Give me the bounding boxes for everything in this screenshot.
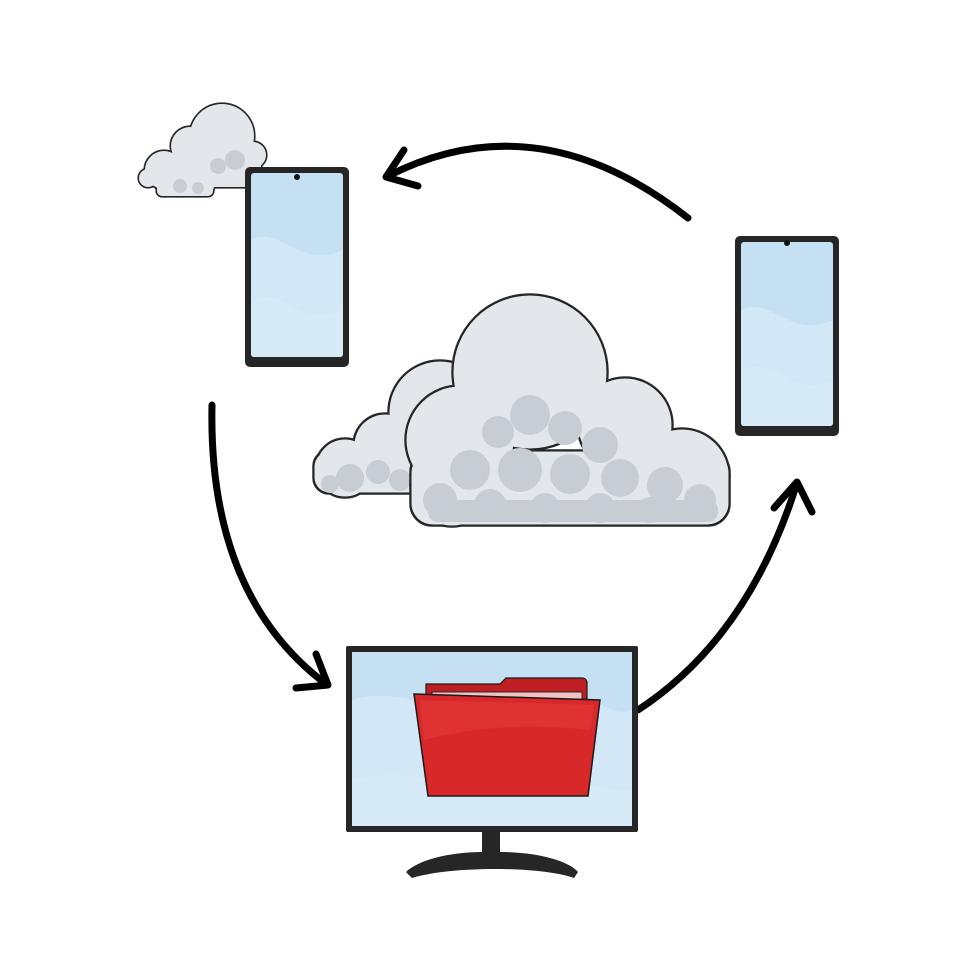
arrow-head-icon: [770, 478, 816, 516]
small-cloud-icon: [137, 102, 268, 198]
center-cloud-icon: [312, 293, 731, 528]
folder-icon: [413, 677, 601, 797]
phone-right: [735, 236, 839, 436]
phone-left: [245, 167, 349, 367]
curved-arrow-icon: [384, 142, 692, 222]
monitor: [346, 646, 638, 878]
arrow-monitor-to-right-phone: [634, 478, 816, 714]
camera-icon: [294, 174, 300, 180]
curved-arrow-icon: [208, 401, 330, 688]
arrow-head-icon: [292, 650, 332, 692]
arrow-left-phone-to-monitor: [208, 401, 332, 692]
camera-icon: [784, 240, 790, 246]
monitor-stand: [406, 830, 578, 878]
arrow-head-icon: [382, 146, 422, 190]
curved-arrow-icon: [634, 482, 800, 714]
arrow-right-to-left-phone: [382, 142, 692, 222]
